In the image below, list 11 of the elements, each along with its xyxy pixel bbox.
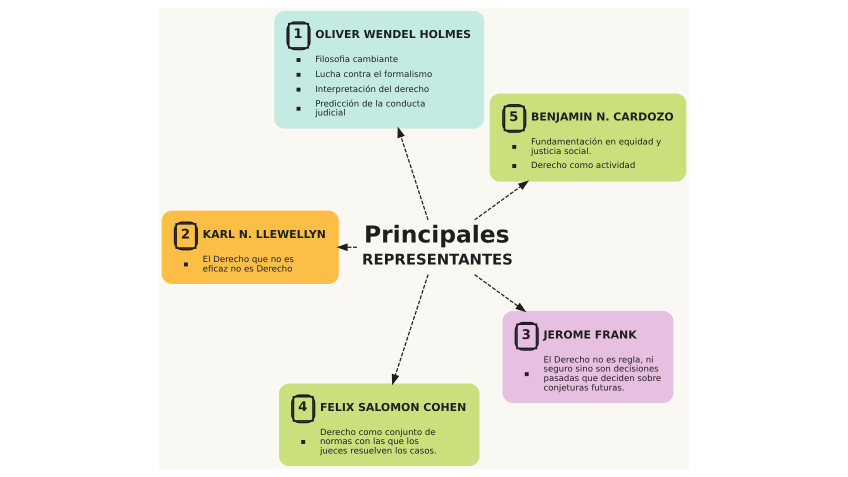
arrow <box>397 126 429 220</box>
arrow <box>474 180 530 220</box>
node-box: 2 KARL N. LLEWELLYN El Derecho que no es eficaz no es Derecho <box>162 210 339 284</box>
node-text: Principales REPRESENTANTES <box>362 220 513 269</box>
node-box: 3 JEROME FRANK El Derecho no es regla, ni seguro sino son decisiones pasadas que deciden sobre conjeturas futuras. <box>502 310 674 404</box>
node-box: 4 FELIX SALOMON COHEN Derecho como conjunto de normas con las que los jueces resuelven los casos. <box>279 383 480 466</box>
node-box: 5 BENJAMIN N. CARDOZO Fundamentación en equidad y justicia social. Derecho como actividad <box>490 93 686 182</box>
arrow <box>474 274 526 312</box>
node-box: 1 OLIVER WENDEL HOLMES Filosofia cambiante Lucha contra el formalismo Interpretación del derecho Predicción de la conducta judicial <box>274 10 484 129</box>
arrow <box>392 274 429 386</box>
arrow <box>336 243 357 252</box>
